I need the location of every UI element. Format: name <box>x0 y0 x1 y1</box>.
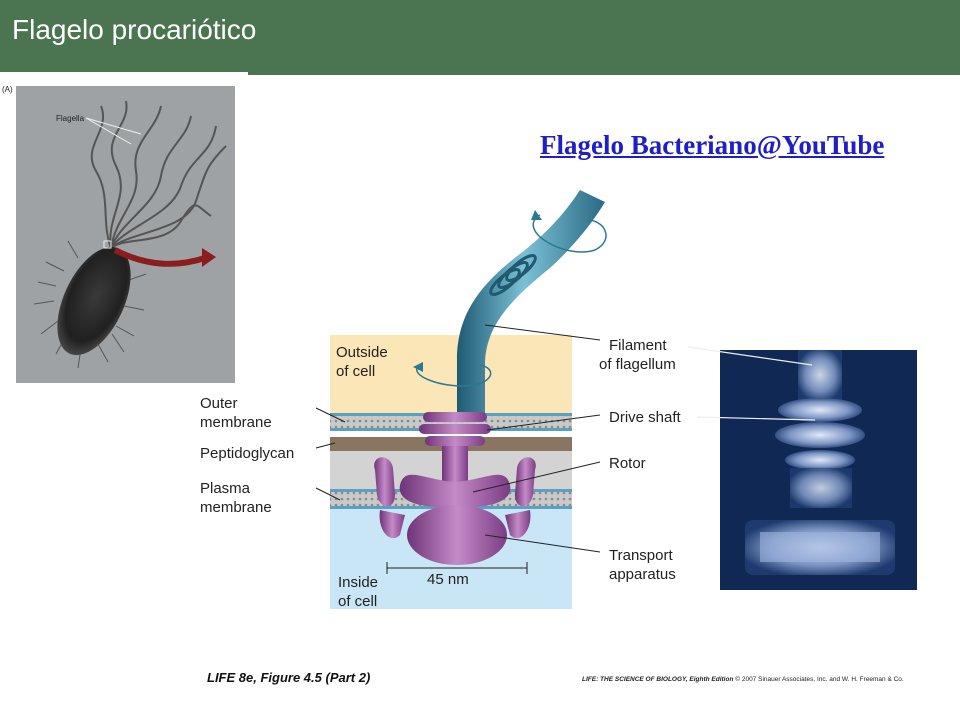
label-scale: 45 nm <box>427 571 469 588</box>
label-transport-1: Transport <box>609 547 673 564</box>
flagellum-diagram: Outside of cell Outer membrane Peptidogl… <box>200 190 682 610</box>
label-outside-2: of cell <box>336 363 375 380</box>
flagella-label: Flagella <box>56 114 85 123</box>
electron-micrograph <box>720 350 917 590</box>
label-outer-membrane-2: membrane <box>200 414 272 431</box>
youtube-link[interactable]: Flagelo Bacteriano@YouTube <box>540 130 885 160</box>
label-inside-1: Inside <box>338 574 378 591</box>
label-outer-membrane-1: Outer <box>200 395 238 412</box>
motor-em-image <box>720 350 917 590</box>
rotor <box>399 474 511 508</box>
caption-title: LIFE 8e <box>207 670 254 685</box>
bacterium-image: Flagella <box>33 100 227 369</box>
label-filament-1: Filament <box>609 337 667 354</box>
filament <box>457 190 605 418</box>
slide-title: Flagelo procariótico <box>12 14 257 45</box>
outside-region <box>330 335 572 415</box>
photo-leader-lines <box>687 346 816 421</box>
figure-caption: LIFE 8e, Figure 4.5 (Part 2) <box>207 670 370 685</box>
label-drive-shaft: Drive shaft <box>609 409 682 426</box>
label-peptidoglycan: Peptidoglycan <box>200 445 294 462</box>
panel-letter: (A) <box>2 85 13 94</box>
label-inside-2: of cell <box>338 593 377 610</box>
transport-apparatus <box>407 505 507 565</box>
label-filament-2: of flagellum <box>599 356 676 373</box>
label-plasma-membrane-1: Plasma <box>200 480 251 497</box>
credit-title: LIFE: THE SCIENCE OF BIOLOGY, Eighth Edi… <box>582 676 734 683</box>
copyright-credit: LIFE: THE SCIENCE OF BIOLOGY, Eighth Edi… <box>582 676 904 683</box>
title-bar: Flagelo procariótico <box>0 0 960 75</box>
label-rotor: Rotor <box>609 455 646 472</box>
red-arrow <box>113 247 216 267</box>
credit-rest: © 2007 Sinauer Associates, Inc. and W. H… <box>733 676 904 683</box>
caption-rest: , Figure 4.5 (Part 2) <box>253 670 371 685</box>
label-outside-1: Outside <box>336 344 388 361</box>
label-transport-2: apparatus <box>609 566 676 583</box>
title-bar-notch <box>0 72 248 78</box>
bacterium-micrograph: Flagella <box>16 86 235 383</box>
label-plasma-membrane-2: membrane <box>200 499 272 516</box>
